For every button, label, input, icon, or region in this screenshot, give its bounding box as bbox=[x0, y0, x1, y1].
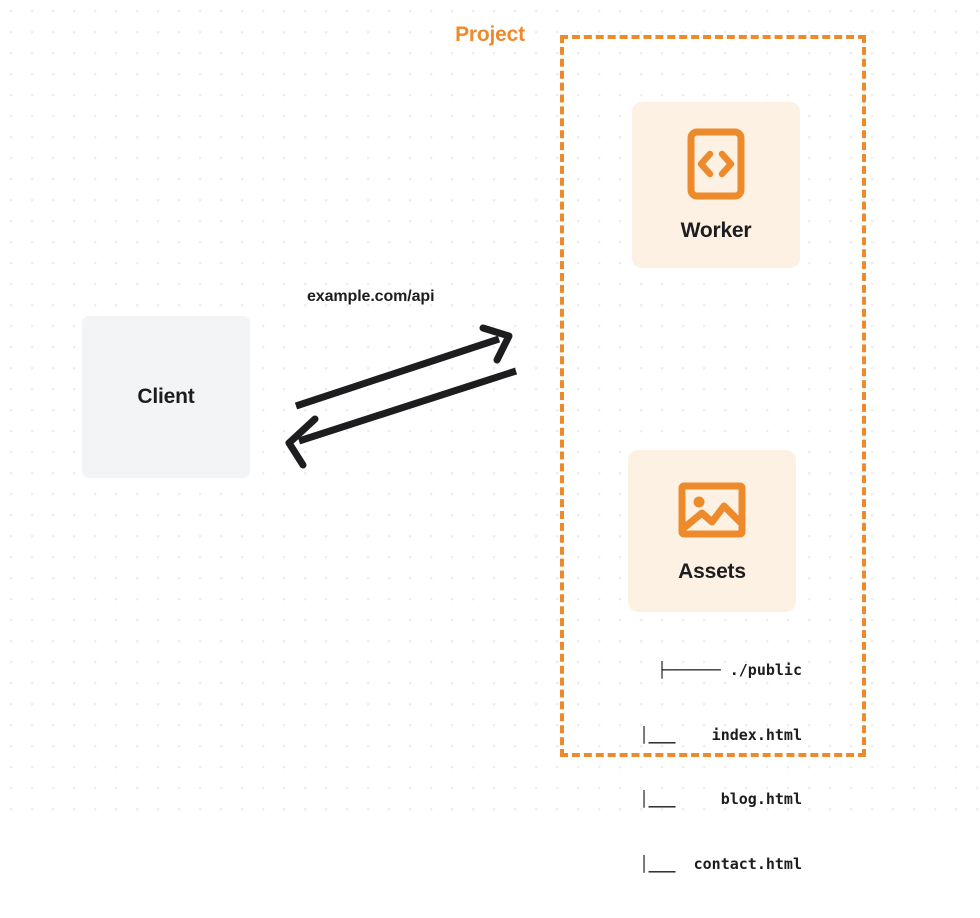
project-title: Project bbox=[448, 23, 532, 47]
image-icon bbox=[678, 479, 746, 546]
request-arrow bbox=[294, 324, 513, 410]
code-brackets-icon bbox=[687, 128, 745, 205]
assets-label: Assets bbox=[678, 559, 746, 583]
client-label: Client bbox=[137, 385, 195, 408]
file-tree-row: │___ contact.html bbox=[639, 854, 802, 873]
file-tree-row: │___ blog.html bbox=[639, 790, 802, 808]
connection-label: example.com/api bbox=[307, 288, 435, 305]
worker-card[interactable]: Worker bbox=[632, 102, 800, 268]
assets-card[interactable]: Assets bbox=[628, 450, 796, 612]
file-tree-row: │___ index.html bbox=[639, 725, 802, 744]
response-arrow bbox=[285, 367, 518, 469]
worker-label: Worker bbox=[680, 218, 752, 242]
diagram-canvas: Client example.com/api Project Worker bbox=[0, 0, 980, 873]
file-tree-row: ├────── ./public bbox=[657, 661, 803, 679]
file-tree: ├────── ./public │___ index.html │___ bl… bbox=[602, 617, 802, 918]
project-container bbox=[560, 35, 866, 757]
client-node[interactable]: Client bbox=[82, 316, 250, 478]
